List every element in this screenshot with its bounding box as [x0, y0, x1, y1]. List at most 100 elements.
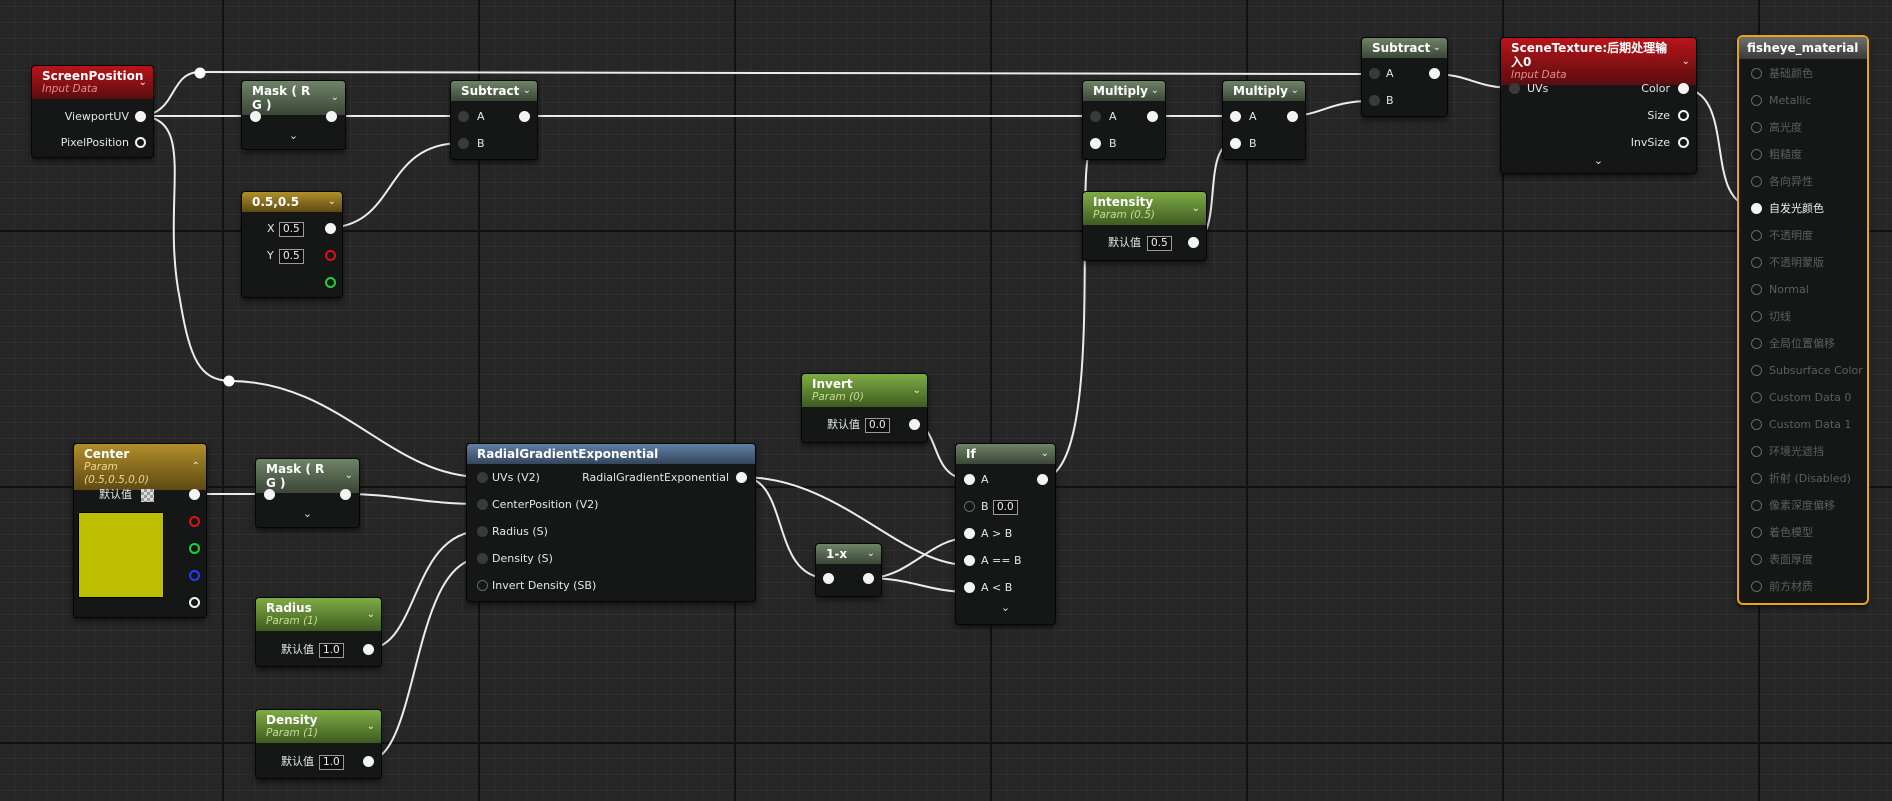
node-constant-05[interactable]: 0.5,0.5 ⌄ X 0.5 Y 0.5	[241, 191, 343, 298]
node-center-param[interactable]: Center Param (0.5,0.5,0,0) ⌃ 默认值	[73, 443, 207, 618]
node-header[interactable]: Invert Param (0) ⌄	[802, 374, 927, 407]
pin-size[interactable]	[1678, 110, 1689, 121]
pin-pixelposition[interactable]	[135, 137, 146, 148]
node-radial-gradient-exponential[interactable]: RadialGradientExponential UVs (V2) Radia…	[466, 443, 756, 602]
pin-a[interactable]	[1090, 111, 1101, 122]
node-header[interactable]: ScreenPosition Input Data ⌄	[32, 66, 153, 99]
node-header[interactable]: Intensity Param (0.5) ⌄	[1083, 192, 1206, 225]
chevron-down-icon[interactable]: ⌄	[912, 384, 921, 396]
pin-viewportuv[interactable]	[135, 111, 146, 122]
chevron-down-icon[interactable]: ⌄	[344, 470, 353, 481]
default-value-field[interactable]: 0.5	[1147, 235, 1172, 251]
node-header[interactable]: Multiply ⌄	[1223, 81, 1305, 101]
node-header[interactable]: Multiply ⌄	[1083, 81, 1165, 101]
chevron-down-icon[interactable]: ⌄	[1150, 85, 1159, 96]
node-header[interactable]: Radius Param (1) ⌄	[256, 598, 381, 631]
output-row[interactable]: 高光度	[1739, 119, 1867, 137]
chevron-down-icon[interactable]: ⌄	[330, 92, 339, 103]
b-value-field[interactable]: 0.0	[993, 499, 1018, 515]
output-row[interactable]: 环境光遮挡	[1739, 443, 1867, 461]
pin-input[interactable]	[1751, 473, 1762, 484]
pin-output[interactable]	[863, 573, 874, 584]
node-intensity-param[interactable]: Intensity Param (0.5) ⌄ 默认值 0.5	[1082, 191, 1207, 261]
pin-output[interactable]	[326, 111, 337, 122]
pin-uvs[interactable]	[1509, 83, 1520, 94]
pin-output[interactable]	[519, 111, 530, 122]
pin-input[interactable]	[1751, 392, 1762, 403]
pin-input[interactable]	[1751, 311, 1762, 322]
pin-input[interactable]	[1751, 68, 1762, 79]
pin-centerposition[interactable]	[477, 499, 488, 510]
pin-b[interactable]	[1090, 138, 1101, 149]
color-preview-swatch[interactable]	[78, 512, 164, 598]
default-value-field[interactable]: 1.0	[319, 754, 344, 770]
chevron-down-icon[interactable]: ⌄	[138, 76, 147, 88]
pin-b[interactable]	[189, 570, 200, 581]
pin-a[interactable]	[189, 597, 200, 608]
pin-a-less-b[interactable]	[964, 582, 975, 593]
chevron-down-icon[interactable]: ⌄	[522, 85, 531, 96]
pin-output[interactable]	[909, 419, 920, 430]
node-mask-rg-top[interactable]: Mask ( R G ) ⌄ ⌄	[241, 80, 346, 150]
pin-input[interactable]	[1751, 203, 1762, 214]
pin-r[interactable]	[325, 250, 336, 261]
pin-a-equal-b[interactable]	[964, 555, 975, 566]
pin-a[interactable]	[458, 111, 469, 122]
pin-input[interactable]	[250, 111, 261, 122]
pin-r[interactable]	[189, 516, 200, 527]
chevron-up-icon[interactable]: ⌃	[191, 461, 200, 472]
pin-a-greater-b[interactable]	[964, 528, 975, 539]
chevron-down-icon[interactable]: ⌄	[866, 548, 875, 559]
pin-output[interactable]	[340, 489, 351, 500]
output-row[interactable]: 全局位置偏移	[1739, 335, 1867, 353]
expand-chevron-down-icon[interactable]: ⌄	[302, 507, 313, 520]
expand-chevron-down-icon[interactable]: ⌄	[1593, 154, 1604, 167]
node-header[interactable]: 1-x ⌄	[816, 544, 881, 564]
output-row[interactable]: Subsurface Color	[1739, 362, 1867, 380]
pin-input[interactable]	[1751, 95, 1762, 106]
pin-input[interactable]	[1751, 554, 1762, 565]
pin-output[interactable]	[189, 489, 200, 500]
output-row[interactable]: 基础颜色	[1739, 65, 1867, 83]
output-row[interactable]: Custom Data 1	[1739, 416, 1867, 434]
node-one-minus-x[interactable]: 1-x ⌄	[815, 543, 882, 597]
pin-input[interactable]	[823, 573, 834, 584]
output-row[interactable]: Metallic	[1739, 92, 1867, 110]
pin-input[interactable]	[1751, 230, 1762, 241]
node-material-output[interactable]: fisheye_material 基础颜色 Metallic 高光度 粗糙度 各…	[1737, 35, 1869, 605]
pin-a[interactable]	[1369, 68, 1380, 79]
chevron-down-icon[interactable]: ⌄	[1290, 85, 1299, 96]
chevron-down-icon[interactable]: ⌄	[366, 608, 375, 620]
pin-color[interactable]	[1678, 83, 1689, 94]
pin-a[interactable]	[1230, 111, 1241, 122]
node-header[interactable]: 0.5,0.5 ⌄	[242, 192, 342, 212]
node-density-param[interactable]: Density Param (1) ⌄ 默认值 1.0	[255, 709, 382, 779]
pin-output[interactable]	[1037, 474, 1048, 485]
chevron-down-icon[interactable]: ⌄	[1040, 448, 1049, 459]
pin-output[interactable]	[363, 756, 374, 767]
pin-input[interactable]	[1751, 419, 1762, 430]
pin-input[interactable]	[1751, 284, 1762, 295]
node-header[interactable]: Subtract ⌄	[451, 81, 537, 101]
output-row[interactable]: 表面厚度	[1739, 551, 1867, 569]
node-multiply-1[interactable]: Multiply ⌄ A B	[1082, 80, 1166, 160]
node-header[interactable]: Subtract ⌄	[1362, 38, 1447, 58]
output-row[interactable]: 不透明度	[1739, 227, 1867, 245]
chevron-down-icon[interactable]: ⌄	[1432, 42, 1441, 53]
pin-b[interactable]	[458, 138, 469, 149]
checker-swatch-icon[interactable]	[141, 488, 154, 502]
output-row[interactable]: 着色模型	[1739, 524, 1867, 542]
pin-a[interactable]	[964, 474, 975, 485]
pin-output[interactable]	[363, 644, 374, 655]
output-row[interactable]: 切线	[1739, 308, 1867, 326]
pin-g[interactable]	[189, 543, 200, 554]
node-header[interactable]: RadialGradientExponential	[467, 444, 755, 464]
pin-output[interactable]	[1429, 68, 1440, 79]
output-row-emissive[interactable]: 自发光颜色	[1739, 200, 1867, 218]
pin-input[interactable]	[1751, 338, 1762, 349]
pin-input[interactable]	[1751, 149, 1762, 160]
y-value-field[interactable]: 0.5	[279, 248, 304, 264]
pin-invsize[interactable]	[1678, 137, 1689, 148]
pin-input[interactable]	[1751, 257, 1762, 268]
expand-chevron-down-icon[interactable]: ⌄	[1000, 601, 1011, 614]
